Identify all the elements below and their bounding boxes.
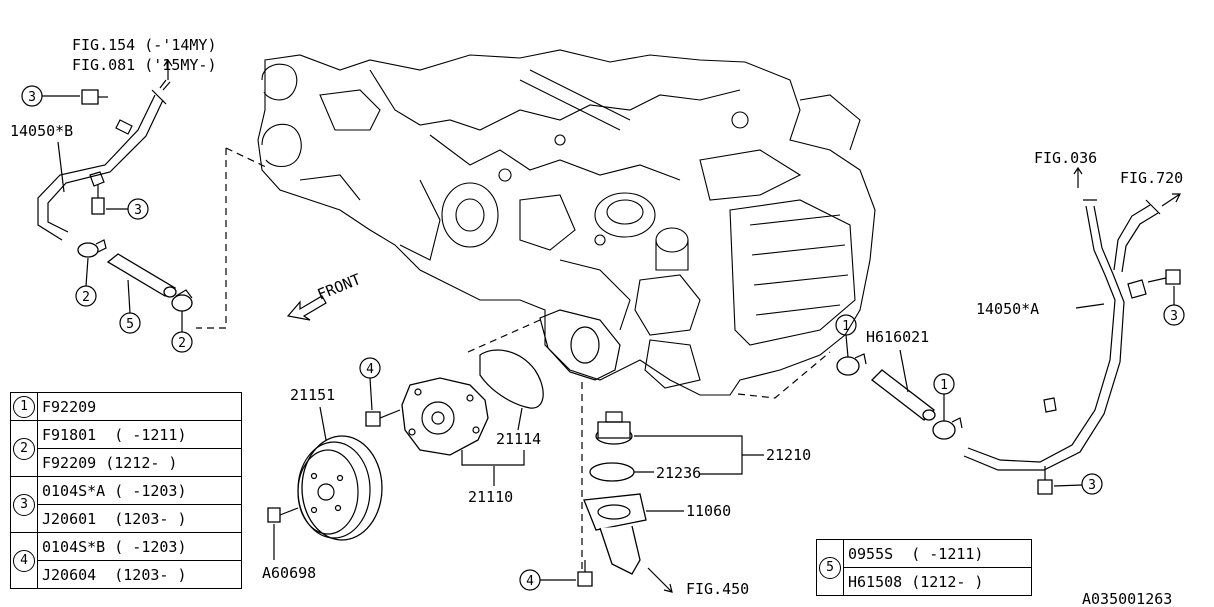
- part-14050b-label: 14050*B: [10, 122, 73, 140]
- clamp-icon: [836, 353, 867, 376]
- fig720-arrow: [1161, 193, 1181, 207]
- legend-part: F92209: [37, 392, 242, 421]
- bolt-icon: [91, 185, 105, 215]
- part-21114-label: 21114: [496, 430, 541, 448]
- callout-3: 3: [1088, 478, 1096, 493]
- part-21210-label: 21210: [766, 446, 811, 464]
- bolt-icon: [365, 409, 401, 427]
- part-21151-label: 21151: [290, 386, 335, 404]
- legend-part: 0955S ( -1211): [843, 539, 1032, 568]
- callout-1: 1: [842, 319, 850, 334]
- legend-part: J20604 (1203- ): [37, 560, 242, 589]
- callout-2: 2: [178, 336, 186, 351]
- fig450-label: FIG.450: [686, 580, 749, 598]
- part-h616021-label: H616021: [866, 328, 929, 346]
- callout-1: 1: [13, 395, 35, 418]
- callout-4: 4: [13, 549, 35, 572]
- callout-4: 4: [526, 574, 534, 589]
- bolt-icon: [267, 507, 299, 523]
- gasket-21114: [479, 349, 544, 409]
- fig154-label: FIG.154 (-'14MY): [72, 36, 217, 54]
- callout-5: 5: [126, 317, 134, 332]
- fig036-arrow: [1073, 166, 1083, 188]
- callout-3: 3: [13, 493, 35, 516]
- fig450-arrow: [647, 567, 673, 593]
- front-arrow: FRONT: [286, 270, 364, 321]
- fig720-label: FIG.720: [1120, 169, 1183, 187]
- thermostat-21210: [595, 411, 633, 445]
- hose-14050b: [37, 79, 171, 241]
- diagram-id: A035001263: [1082, 590, 1172, 607]
- callout-3-circle: [1081, 473, 1103, 495]
- legend-part: H61508 (1212- ): [843, 567, 1032, 596]
- part-11060-label: 11060: [686, 502, 731, 520]
- legend-row: H61508 (1212- ): [817, 567, 1032, 596]
- engine-block-illustration: [257, 49, 876, 396]
- fig154-arrow: [163, 58, 173, 80]
- legend-row: J20601 (1203- ): [11, 504, 242, 533]
- part-a60698-label: A60698: [262, 564, 316, 582]
- part-21236-label: 21236: [656, 464, 701, 482]
- legend-part: F92209 (1212- ): [37, 448, 242, 477]
- clamp-icon: [932, 417, 963, 440]
- front-label: FRONT: [315, 270, 364, 304]
- callout-2: 2: [13, 437, 35, 460]
- legend-row: 4 0104S*B ( -1203): [10, 532, 242, 589]
- bolt-icon: [81, 89, 108, 105]
- legend-part: 0104S*A ( -1203): [37, 476, 242, 505]
- part-21110-label: 21110: [468, 488, 513, 506]
- legend-row: J20604 (1203- ): [11, 560, 242, 589]
- fig036-label: FIG.036: [1034, 149, 1097, 167]
- bolt-icon: [577, 560, 593, 587]
- pulley-21151: [297, 435, 383, 541]
- legend-row: 1 F92209: [10, 392, 242, 421]
- gasket-21236: [589, 462, 635, 482]
- legend-row: F92209 (1212- ): [11, 448, 242, 477]
- hose-piece-icon: [871, 369, 936, 421]
- water-pump-21110: [401, 377, 489, 456]
- clamp-icon: [77, 239, 107, 258]
- legend-part: F91801 ( -1211): [37, 420, 242, 449]
- callout-1: 1: [940, 378, 948, 393]
- callout-3: 3: [28, 90, 36, 105]
- bolt-icon: [1147, 269, 1181, 285]
- fig081-label: FIG.081 ('15MY-): [72, 56, 217, 74]
- part-14050a-label: 14050*A: [976, 300, 1039, 318]
- housing-11060: [583, 493, 647, 575]
- callout-2: 2: [82, 290, 90, 305]
- legend-table-right: 5 0955S ( -1211) H61508 (1212- ): [816, 539, 1032, 596]
- callout-3: 3: [1170, 309, 1178, 324]
- hose-piece-icon: [106, 253, 177, 298]
- legend-row: 2 F91801 ( -1211): [10, 420, 242, 477]
- legend-table-left: 1 F92209 2 F91801 ( -1211) F92209 (1212-…: [10, 392, 242, 589]
- hose-14050a: [963, 199, 1161, 471]
- callout-5: 5: [819, 556, 841, 579]
- legend-part: 0104S*B ( -1203): [37, 532, 242, 561]
- bolt-icon: [1037, 466, 1053, 495]
- legend-row: 3 0104S*A ( -1203): [10, 476, 242, 533]
- callout-3: 3: [134, 203, 142, 218]
- legend-row: 5 0955S ( -1211): [816, 539, 1032, 596]
- legend-part: J20601 (1203- ): [37, 504, 242, 533]
- callout-4: 4: [366, 362, 374, 377]
